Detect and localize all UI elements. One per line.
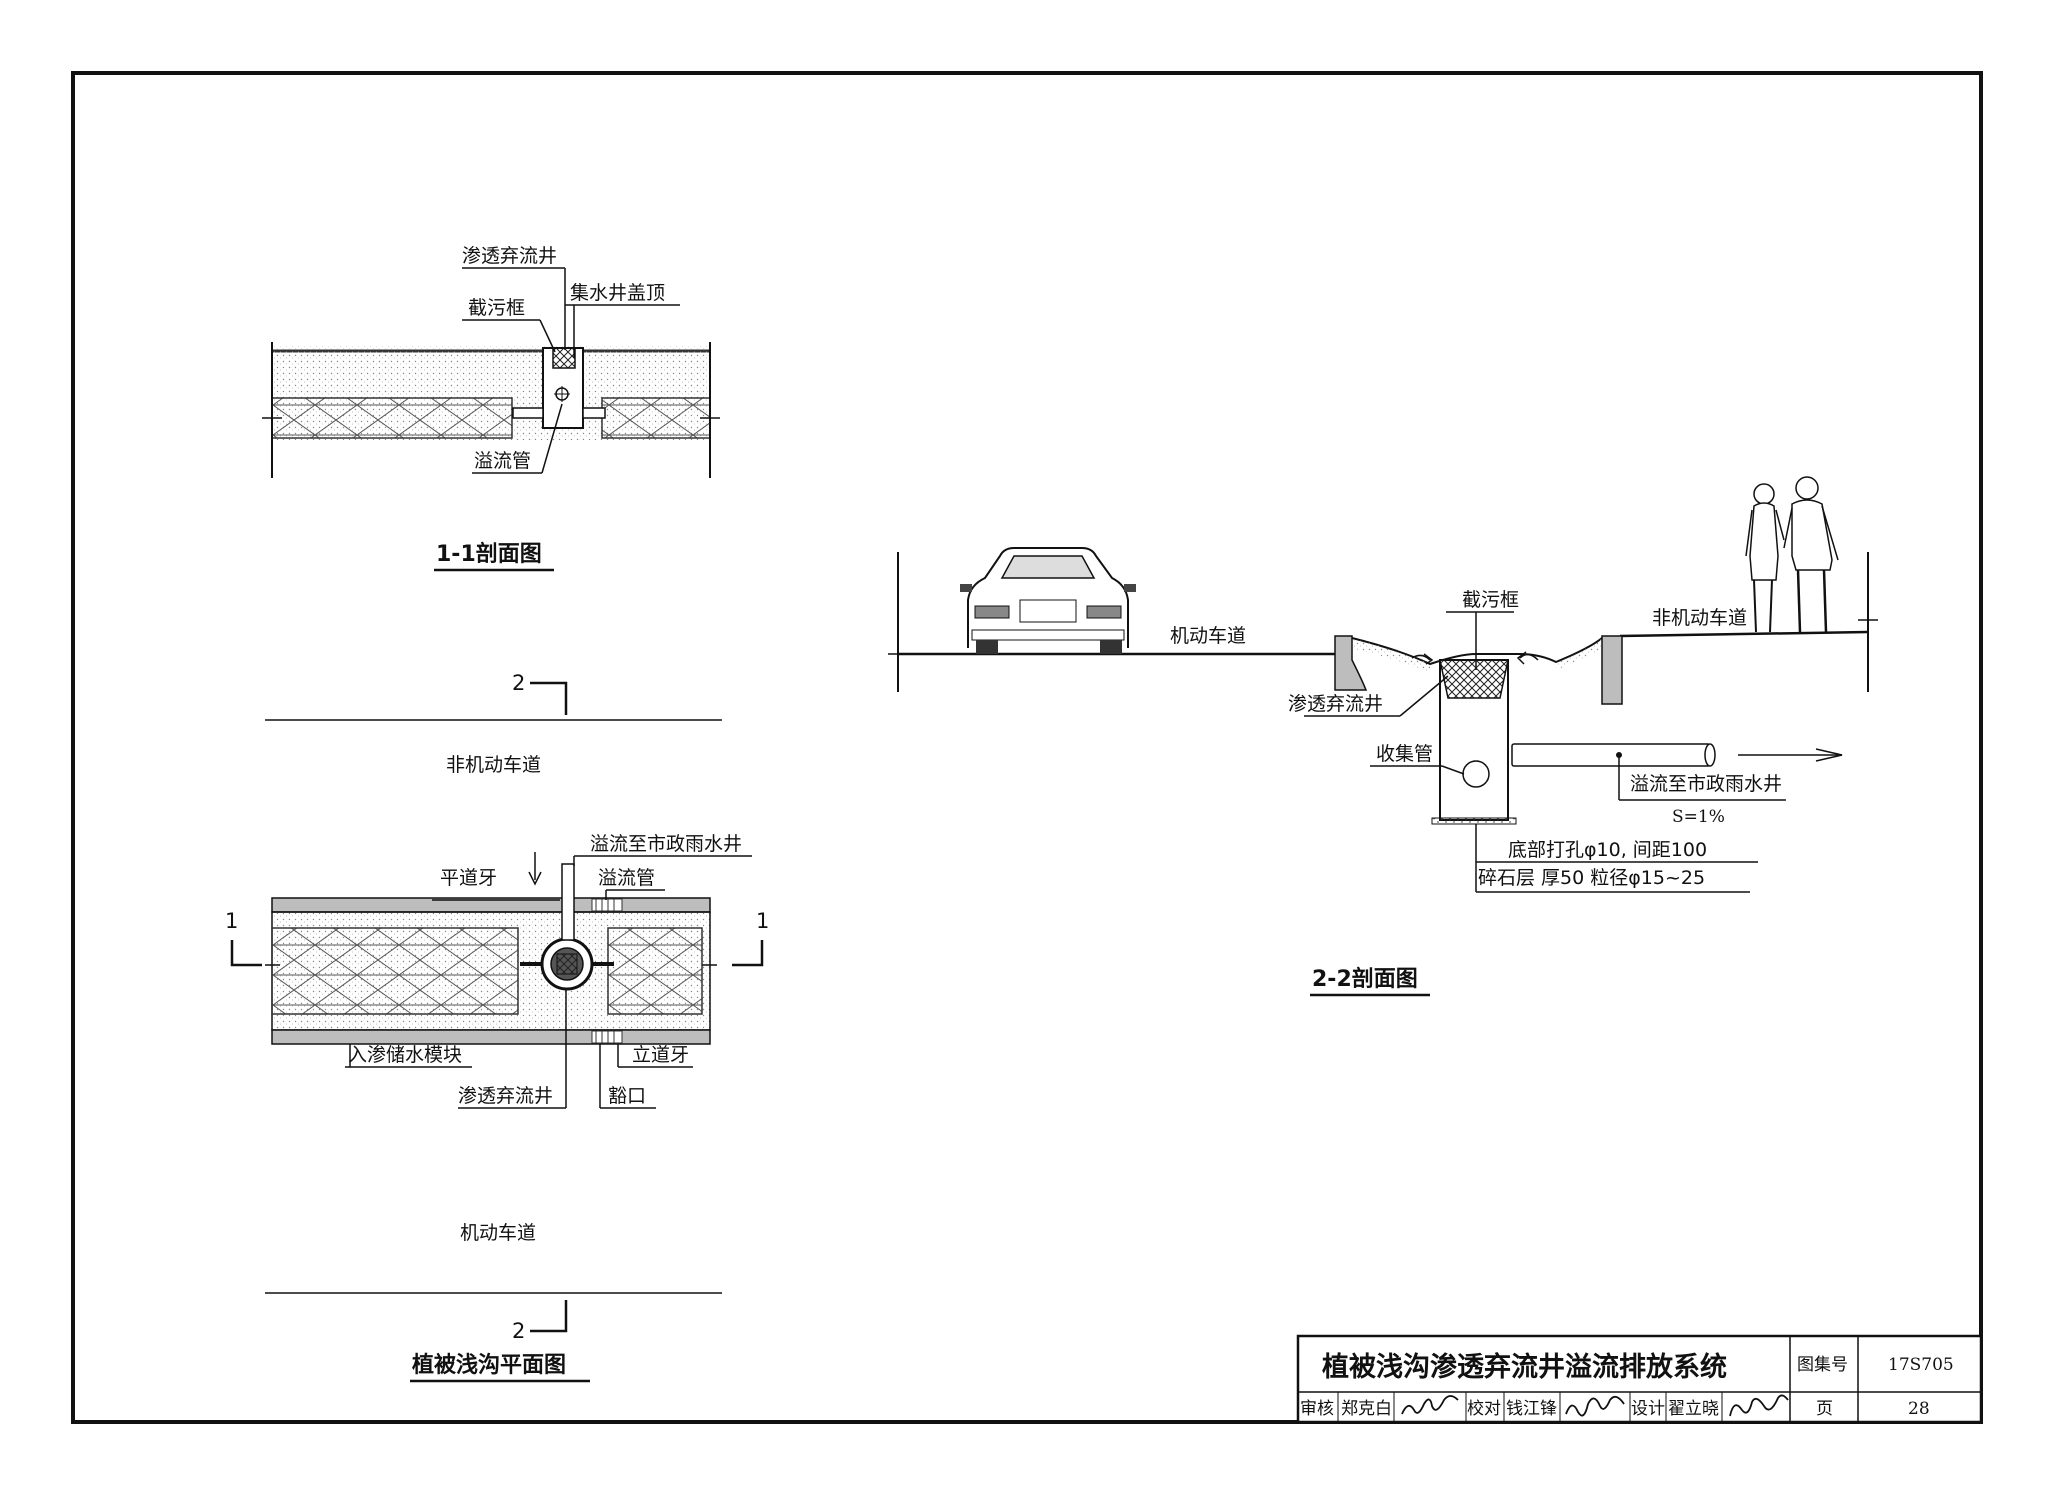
label-flat-curb: 平道牙 [440,867,497,889]
overflow-pipe-right [582,407,606,419]
reviewer-name: 郑克白 [1341,1399,1392,1419]
label-infiltration-well: 渗透弃流井 [462,245,557,267]
label-overflow-to-rain-well-plan: 溢流至市政雨水井 [590,833,742,855]
label-standing-curb: 立道牙 [632,1044,689,1066]
label-debris-frame-section: 截污框 [1462,589,1519,611]
section-2-2-title: 2-2剖面图 [1312,966,1418,992]
design-label: 设计 [1631,1399,1665,1419]
checker-name: 钱江锋 [1506,1399,1557,1419]
overflow-pipe-plan [561,863,575,941]
section-mark-1-left: 1 [225,909,238,933]
page-label: 页 [1816,1399,1833,1419]
label-bottom-holes: 底部打孔φ10, 间距100 [1508,839,1707,861]
atlas-label: 图集号 [1797,1355,1848,1375]
section-mark-2-top: 2 [512,671,525,695]
overflow-pipe-section [1511,743,1711,767]
sheet-border [71,71,1983,1424]
standing-curb-strip [271,1029,711,1045]
non-motor-lane-surface [1619,630,1869,638]
label-gravel-layer: 碎石层 厚50 粒径φ15~25 [1478,867,1705,889]
label-storage-module: 入渗储水模块 [348,1044,462,1066]
label-infiltration-well-plan: 渗透弃流井 [458,1085,553,1107]
label-infiltration-well-section: 渗透弃流井 [1288,693,1383,715]
checker-signature [1565,1395,1625,1417]
section-2-2: 机动车道 非机动车道 截污框 渗透弃流井 收集管 溢流至市政雨水井 S=1% 底… [888,476,1878,997]
plan-view: 2 非机动车道 1 1 [225,671,769,1383]
label-overflow-pipe-plan: 溢流管 [598,867,655,889]
grass-layer [272,346,710,354]
pedestrians-illustration [1745,476,1839,633]
check-label: 校对 [1467,1399,1501,1419]
page-number: 28 [1908,1399,1930,1419]
section-mark-1-right: 1 [756,909,769,933]
designer-signature [1729,1394,1789,1417]
overflow-pipe-left [512,407,544,419]
label-non-motor-lane-section: 非机动车道 [1652,607,1747,629]
label-motor-lane-section: 机动车道 [1170,625,1246,647]
section-1-1: 渗透弃流井 集水井盖顶 截污框 溢流管 1-1剖面图 [262,245,720,572]
curb-left-section [1334,635,1368,691]
review-label: 审核 [1300,1399,1334,1419]
curb-right-section [1601,635,1623,705]
drawing-title: 植被浅沟渗透弃流井溢流排放系统 [1322,1351,1727,1383]
label-sump-cover-top: 集水井盖顶 [570,282,665,304]
storage-module-left-plan [271,927,519,1015]
section-mark-2-bottom: 2 [512,1319,525,1343]
label-non-motor-lane: 非机动车道 [446,754,541,776]
section-1-1-title: 1-1剖面图 [436,541,542,567]
plan-view-title: 植被浅沟平面图 [412,1352,566,1378]
car-illustration [960,547,1136,654]
label-debris-frame: 截污框 [468,297,525,319]
collection-pipe-section-2 [1462,760,1490,788]
storage-module-right-plan [607,927,703,1015]
debris-frame-basket [552,347,576,369]
storage-module-left [271,397,513,439]
label-collection-pipe: 收集管 [1376,743,1433,765]
label-overflow-to-rain-well-section: 溢流至市政雨水井 [1630,773,1782,795]
label-overflow-pipe: 溢流管 [474,450,531,472]
atlas-number: 17S705 [1888,1355,1954,1375]
reviewer-signature [1401,1395,1459,1415]
gravel-layer [1431,817,1517,825]
debris-frame-section [1439,659,1509,699]
label-motor-lane: 机动车道 [460,1222,536,1244]
label-slope: S=1% [1672,807,1725,827]
label-curb-opening: 豁口 [608,1085,646,1107]
storage-module-right [601,397,711,439]
designer-name: 翟立晓 [1668,1399,1719,1419]
title-block: 植被浅沟渗透弃流井溢流排放系统 图集号 17S705 审核 郑克白 校对 钱江锋… [1296,1334,1983,1424]
